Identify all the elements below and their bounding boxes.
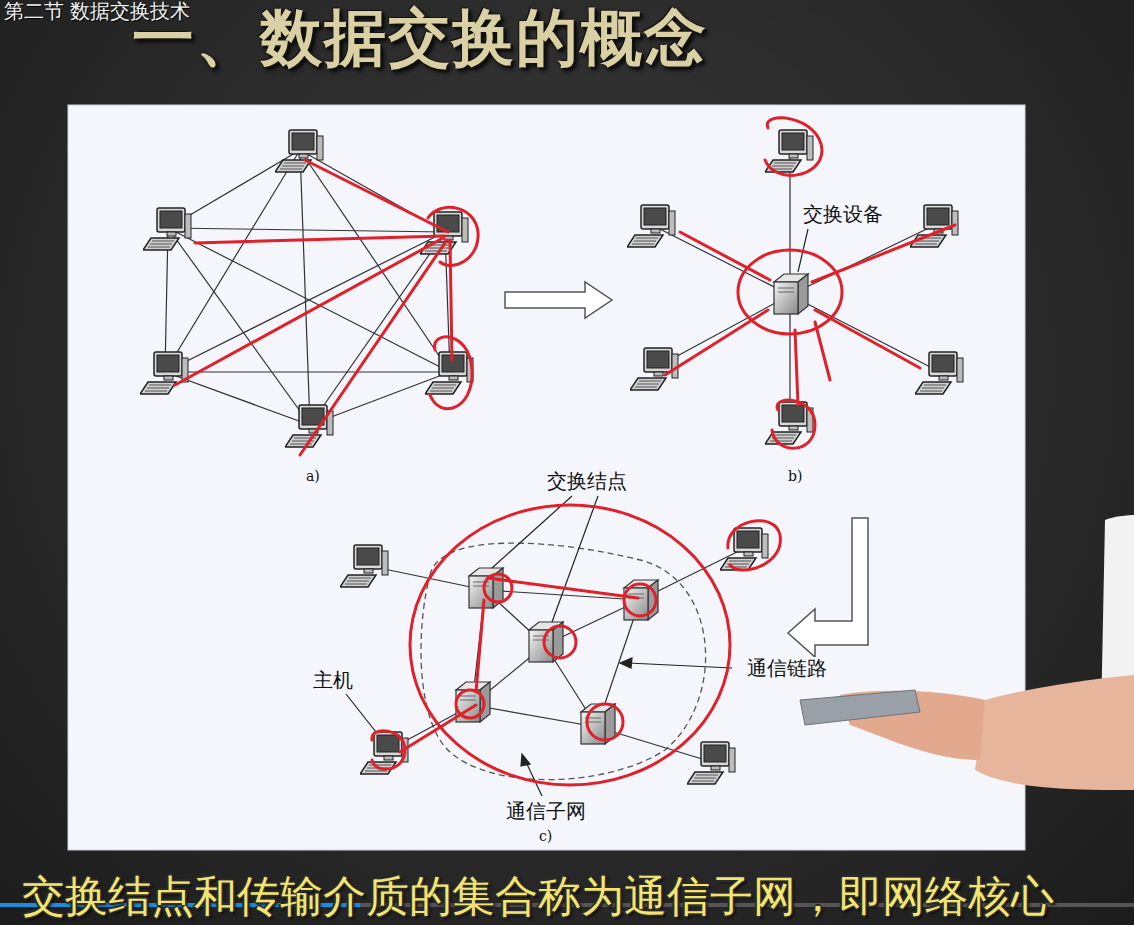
subtitle-caption: 交换结点和传输介质的集合称为通信子网，即网络核心 [22, 872, 1054, 921]
callout-label: 主机 [311, 669, 355, 692]
callout-label: 交换结点 [545, 470, 629, 493]
figure-letter: c) [537, 828, 554, 844]
section-heading: 第二节 数据交换技术 [4, 0, 190, 23]
figure-letter: b) [786, 468, 804, 484]
figure-letter: a) [304, 468, 322, 484]
callout-label: 通信链路 [745, 657, 829, 680]
callout-label: 交换设备 [801, 203, 885, 226]
callout-label: 通信子网 [504, 800, 588, 823]
slide-title: 一、数据交换的概念 [132, 2, 708, 73]
